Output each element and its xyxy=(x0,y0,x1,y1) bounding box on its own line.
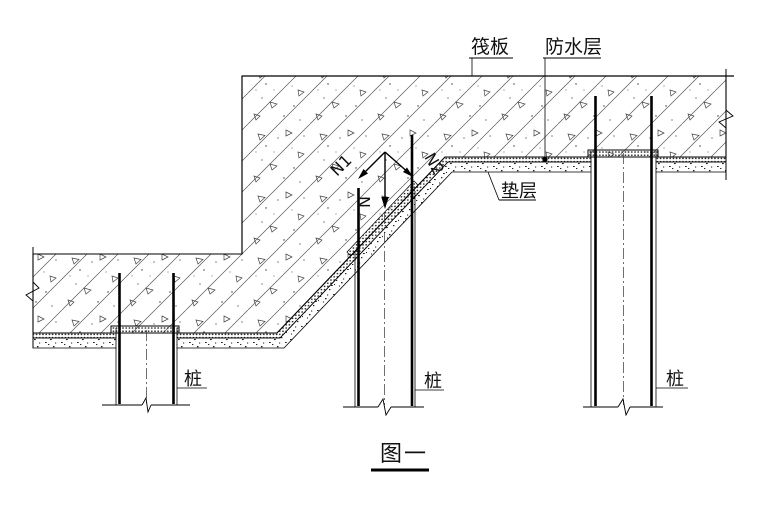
pile-left-label: 桩 xyxy=(184,369,202,390)
waterproof-label: 防水层 xyxy=(545,36,602,58)
pile-left: 桩 xyxy=(102,273,207,414)
force-n2-arrowhead xyxy=(403,167,413,177)
waterproof-leader-dot xyxy=(542,156,548,163)
pile-middle-label: 桩 xyxy=(424,371,442,392)
cushion-label: 垫层 xyxy=(501,181,537,202)
figure-title: 图一 xyxy=(371,442,429,472)
pile-left-cap-step xyxy=(110,325,180,334)
cushion-leader-line xyxy=(487,171,500,201)
pile-break-zigzag xyxy=(141,396,152,414)
pile-middle-cap-step xyxy=(346,180,419,257)
figure-title-text: 图一 xyxy=(380,442,428,467)
force-n1-arrowhead xyxy=(358,169,368,179)
pile-break-zigzag xyxy=(377,397,392,417)
annotations: 筏板 防水层 垫层 xyxy=(469,36,602,202)
pile-break-zigzag xyxy=(617,397,631,417)
waterproof-pile-steps xyxy=(110,149,659,334)
pile-right-cap-step xyxy=(587,149,659,158)
force-n-arrowhead xyxy=(381,197,389,209)
pile-right-head-gap xyxy=(591,156,656,173)
pile-right: 桩 xyxy=(583,96,688,417)
break-mark-left xyxy=(25,281,40,302)
break-mark-right xyxy=(718,109,734,129)
force-n-label: N xyxy=(355,196,374,208)
break-marks xyxy=(25,109,734,302)
raft-slab-label: 筏板 xyxy=(471,36,509,58)
pile-middle: 桩 xyxy=(343,135,444,417)
pile-right-label: 桩 xyxy=(666,369,684,390)
